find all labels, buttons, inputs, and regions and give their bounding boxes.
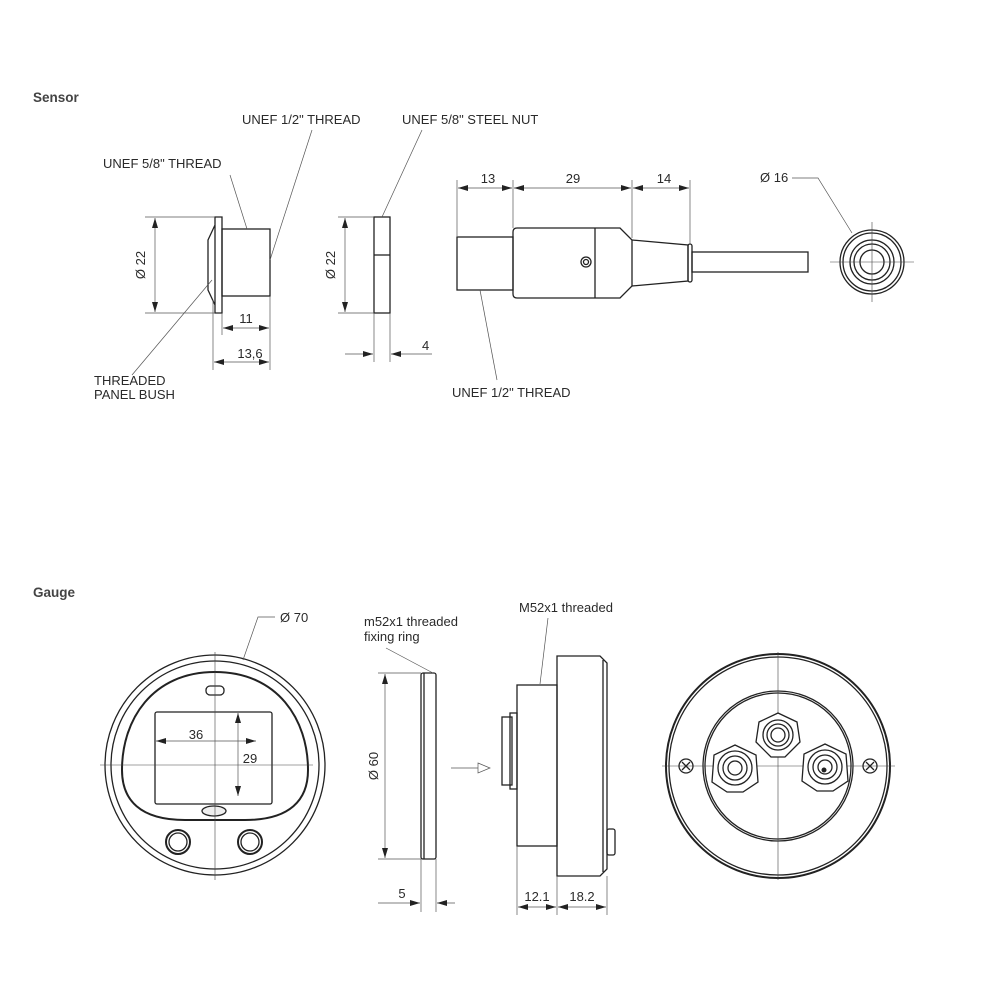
unef-12-thread-label: UNEF 1/2" THREAD: [242, 112, 361, 127]
sensor-end-view: [792, 177, 914, 302]
connector-left: [711, 744, 759, 793]
screw-left-icon: [678, 758, 694, 774]
display-height-label: 29: [243, 751, 257, 766]
fixing-ring-drawing: [378, 647, 491, 912]
nut-diameter-label: Ø 22: [323, 251, 338, 279]
section-title-sensor: Sensor: [33, 90, 80, 105]
side-dim-12-1: 12.1: [524, 889, 549, 904]
section-title-gauge: Gauge: [33, 585, 76, 600]
display-width-label: 36: [189, 727, 203, 742]
sensor-dim-14: 14: [657, 171, 671, 186]
sensor-body-drawing: [456, 180, 809, 381]
connector-right: [801, 743, 849, 792]
bush-length-total-label: 13,6: [237, 346, 262, 361]
bush-diameter-label: Ø 22: [133, 251, 148, 279]
side-dim-18-2: 18.2: [569, 889, 594, 904]
gauge-diameter-label: Ø 70: [280, 610, 308, 625]
panel-bush-label-1: THREADED: [94, 373, 166, 388]
panel-bush-label-2: PANEL BUSH: [94, 387, 175, 402]
m52-thread-label: M52x1 threaded: [519, 600, 613, 615]
end-view-diameter-label: Ø 16: [760, 170, 788, 185]
panel-bush-drawing: [131, 129, 313, 376]
gauge-back-view: [662, 652, 895, 880]
steel-nut-drawing: [338, 129, 432, 362]
connector-top: [755, 712, 801, 758]
ring-diameter-label: Ø 60: [366, 752, 381, 780]
ring-thickness-label: 5: [398, 886, 405, 901]
sensor-dim-13: 13: [481, 171, 495, 186]
fixing-ring-label-2: fixing ring: [364, 629, 420, 644]
steel-nut-label: UNEF 5/8" STEEL NUT: [402, 112, 538, 127]
screw-right-icon: [862, 758, 878, 774]
bush-length-inner-label: 11: [239, 311, 253, 326]
sensor-dim-29: 29: [566, 171, 580, 186]
aim-logo: [201, 805, 227, 817]
gauge-front-view: [100, 616, 326, 880]
sensor-thread-label: UNEF 1/2" THREAD: [452, 385, 571, 400]
unef-58-thread-label: UNEF 5/8" THREAD: [103, 156, 222, 171]
fixing-ring-label-1: m52x1 threaded: [364, 614, 458, 629]
nut-thickness-label: 4: [422, 338, 429, 353]
gauge-side-view: [501, 617, 616, 915]
